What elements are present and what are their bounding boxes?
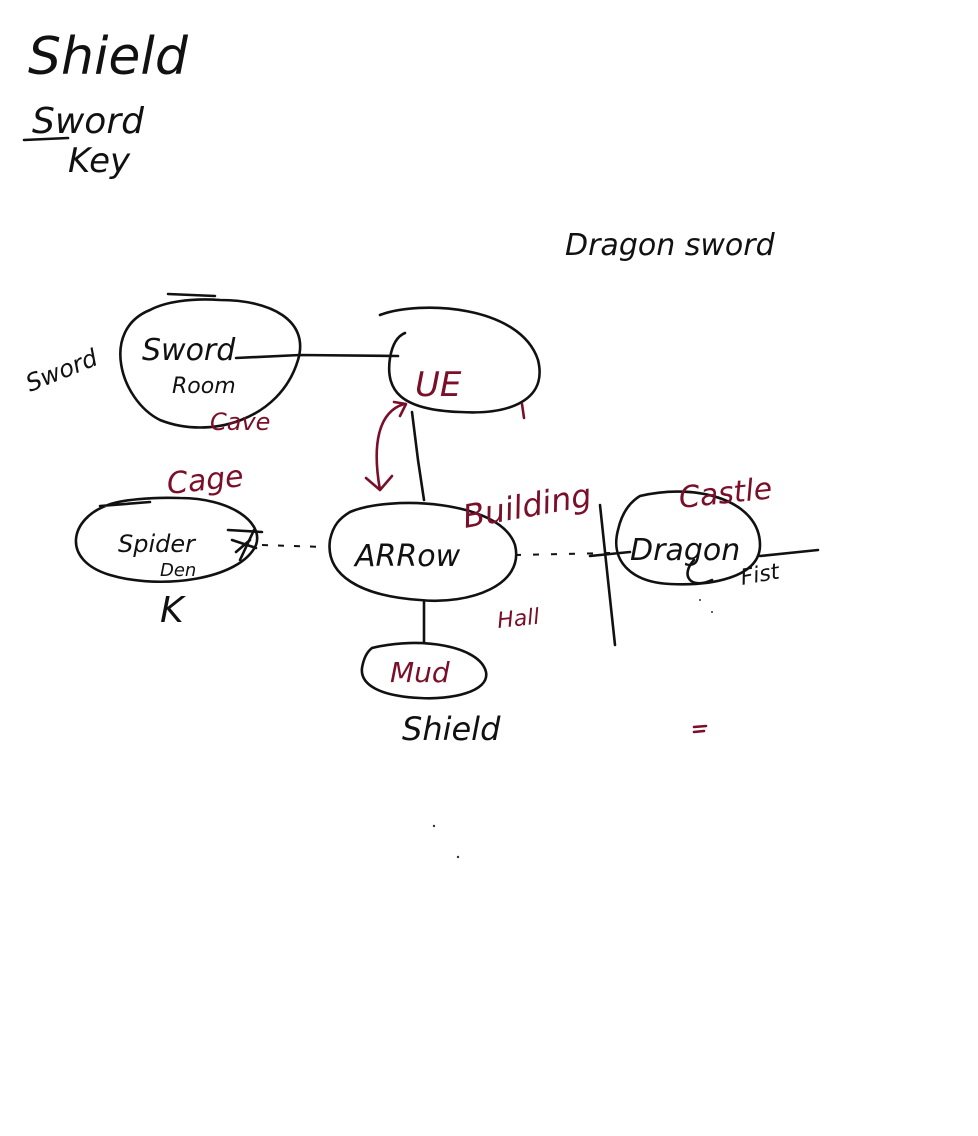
spider-room-area: Cage: [165, 459, 245, 502]
wall-divider: [598, 503, 617, 647]
dragon-room-area: Castle: [677, 471, 774, 516]
room-sword: Sword Room Sword Cave: [22, 292, 302, 436]
room-ue: UE: [364, 306, 541, 492]
sword-room-label-1: Sword: [142, 333, 236, 368]
spider-room-label-2: Den: [160, 560, 196, 581]
connections: [234, 353, 632, 647]
arrow-room-label: ARRow: [353, 539, 461, 574]
spider-room-label-1: Spider: [118, 530, 197, 558]
speck-1: [432, 824, 436, 828]
arrow-room-area-hall: Hall: [496, 605, 541, 634]
dragon-room-line: [758, 548, 820, 558]
connection-ue-to-arrow: [410, 410, 426, 502]
speck-2: [456, 855, 460, 859]
wall-cross: [588, 550, 632, 558]
red-dash: [692, 724, 708, 734]
room-mud: Mud Shield: [360, 641, 501, 748]
dragon-room-outline: [615, 490, 762, 586]
speck-3: [699, 599, 701, 601]
sword-room-side-note: Sword: [22, 343, 102, 397]
dragon-room-side-note: Fist: [739, 559, 783, 591]
arrow-ue-to-arrow-room: [364, 400, 408, 492]
mud-room-outline: [360, 641, 488, 700]
note-dragon-sword: Dragon sword: [565, 228, 776, 263]
sword-room-area: Cave: [210, 408, 270, 436]
mud-room-label: Mud: [390, 656, 450, 689]
connection-spider-to-arrow: [261, 544, 326, 548]
sword-room-label-2: Room: [172, 374, 236, 399]
spider-room-scribble: [226, 528, 264, 562]
item-notes: Shield Sword Key: [22, 27, 189, 181]
spider-room-outline: [74, 496, 259, 584]
stray-marks: [432, 599, 713, 859]
speck-4: [711, 611, 713, 613]
ue-room-label: UE: [415, 365, 462, 405]
room-dragon: Dragon Castle Fist: [615, 471, 820, 591]
spider-room-note: K: [160, 590, 186, 631]
note-underline: [22, 136, 70, 142]
dragon-room-label: Dragon: [630, 533, 740, 568]
ue-room-tick: [520, 402, 526, 420]
note-sword: Sword: [32, 101, 145, 142]
mud-room-note: Shield: [402, 710, 501, 748]
connection-sword-to-ue: [234, 353, 400, 360]
ue-room-outline: [378, 306, 541, 414]
note-key: Key: [68, 141, 131, 181]
note-shield: Shield: [28, 27, 189, 87]
room-spider: Spider Den Cage K: [74, 459, 264, 631]
arrow-room-area-building: Building: [460, 476, 594, 536]
dragon-room-curl: [686, 558, 714, 585]
arrow-room-outline: [328, 501, 518, 603]
sword-room-outline: [119, 292, 302, 429]
